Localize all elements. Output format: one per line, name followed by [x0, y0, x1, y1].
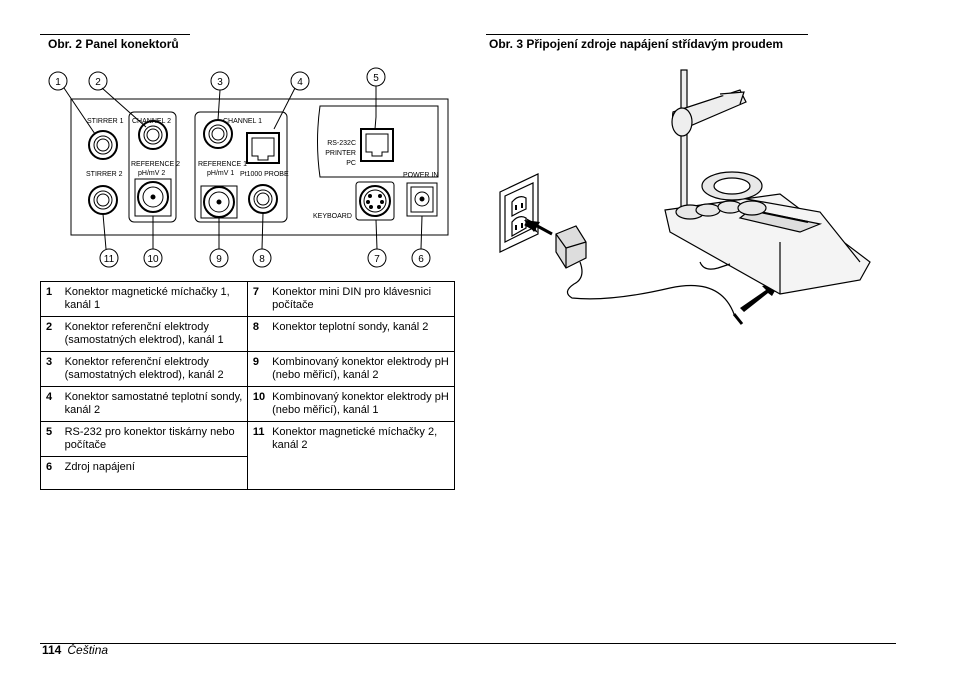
legend-number: 9	[246, 351, 268, 387]
legend-text: Konektor teplotní sondy, kanál 2	[267, 316, 456, 352]
figure-2-title: Obr. 2 Panel konektorů	[48, 37, 179, 51]
power-in-connector	[406, 182, 438, 217]
label-pc: PC	[346, 160, 356, 167]
keyboard-mini-din-connector	[355, 181, 395, 221]
callout-6: 6	[418, 254, 424, 265]
electrode-stand-rod	[680, 69, 688, 221]
legend-number: 8	[246, 316, 268, 352]
electrode-arm	[671, 89, 747, 137]
legend-number: 5	[39, 421, 60, 457]
legend-text: Konektor referenční elektrody (samostatn…	[59, 351, 248, 387]
label-keyboard: KEYBOARD	[313, 213, 352, 220]
legend-text: Konektor magnetické míchačky 2, kanál 2	[267, 421, 456, 490]
label-reference-2: REFERENCE 2	[131, 161, 180, 168]
phmv-1-bnc-connector	[200, 185, 238, 219]
table-row: 1 Konektor magnetické míchačky 1, kanál …	[39, 281, 456, 317]
callout-4: 4	[297, 77, 303, 88]
legend-number: 11	[246, 421, 268, 490]
legend-text: Konektor samostatné teplotní sondy, kaná…	[59, 386, 248, 422]
table-row: 2 Konektor referenční elektrody (samosta…	[39, 316, 456, 352]
label-power-in: POWER IN	[403, 172, 438, 179]
power-adapter	[555, 225, 587, 269]
callout-5: 5	[373, 73, 379, 84]
comm-box	[317, 105, 439, 178]
page-number: 114	[42, 643, 62, 657]
legend-number: 3	[39, 351, 60, 387]
callout-1: 1	[55, 77, 61, 88]
table-row: 6 Zdroj napájení	[39, 456, 455, 490]
legend-text: Konektor magnetické míchačky 1, kanál 1	[59, 281, 248, 317]
stirrer-2-connector	[88, 185, 118, 215]
stirrer-1-connector	[88, 130, 118, 160]
rs232-rj-connector	[360, 128, 394, 162]
label-printer: PRINTER	[325, 150, 356, 157]
callout-3: 3	[217, 77, 223, 88]
callout-9: 9	[216, 254, 222, 265]
legend-number: 2	[39, 316, 60, 352]
label-phmv-2: pH/mV 2	[138, 170, 165, 177]
label-stirrer-2: STIRRER 2	[86, 171, 123, 178]
label-reference-1: REFERENCE 1	[198, 161, 247, 168]
page-footer: 114 Čeština	[42, 643, 108, 657]
connector-legend-table: 1 Konektor magnetické míchačky 1, kanál …	[39, 281, 456, 490]
table-row: 3 Konektor referenční elektrody (samosta…	[39, 351, 456, 387]
header-rule-right	[486, 34, 808, 35]
meter-body	[664, 193, 871, 295]
stirrer-posts	[675, 171, 767, 220]
connector-panel-diagram: 1 2 3 4 5 11 10 9 8 7 6 STIRRER 1 CHANNE…	[48, 67, 449, 268]
label-stirrer-1: STIRRER 1	[87, 118, 124, 125]
footer-language: Čeština	[67, 643, 109, 657]
legend-number: 6	[39, 456, 60, 490]
power-connection-illustration	[499, 69, 871, 325]
legend-number: 7	[246, 281, 268, 317]
label-phmv-1: pH/mV 1	[207, 170, 234, 177]
legend-text: RS-232 pro konektor tiskárny nebo počíta…	[59, 421, 248, 457]
callout-7: 7	[374, 254, 380, 265]
callout-11: 11	[104, 254, 115, 265]
table-row: 4 Konektor samostatné teplotní sondy, ka…	[39, 386, 456, 422]
legend-number: 10	[246, 386, 268, 422]
label-channel-2: CHANNEL 2	[132, 118, 171, 125]
legend-number: 1	[39, 281, 60, 317]
label-channel-1: CHANNEL 1	[223, 118, 262, 125]
table-row: 5 RS-232 pro konektor tiskárny nebo počí…	[39, 421, 456, 490]
header-rule-left	[40, 34, 190, 35]
channel-1-box	[194, 111, 288, 223]
callout-2: 2	[95, 77, 101, 88]
figure-3-title: Obr. 3 Připojení zdroje napájení střídav…	[489, 37, 784, 51]
channel-1-rj-connector	[246, 132, 280, 164]
wall-outlet	[499, 173, 539, 253]
label-rs232c: RS-232C	[327, 140, 356, 147]
legend-text: Konektor referenční elektrody (samostatn…	[59, 316, 248, 352]
legend-number: 4	[39, 386, 60, 422]
footer-rule	[40, 643, 896, 644]
legend-text: Zdroj napájení	[59, 456, 248, 490]
legend-text: Kombinovaný konektor elektrody pH (nebo …	[267, 351, 456, 387]
reference-2-connector	[138, 120, 168, 150]
panel-outline	[70, 98, 449, 236]
power-cable	[566, 261, 735, 315]
legend-text: Kombinovaný konektor elektrody pH (nebo …	[267, 386, 456, 422]
label-pt1000-probe: Pt1000 PROBE	[240, 171, 289, 178]
pt1000-connector	[248, 184, 278, 214]
legend-text: Konektor mini DIN pro klávesnici počítač…	[267, 281, 456, 317]
phmv-2-bnc-connector	[134, 178, 172, 217]
callout-10: 10	[147, 254, 159, 265]
callout-8: 8	[259, 254, 265, 265]
